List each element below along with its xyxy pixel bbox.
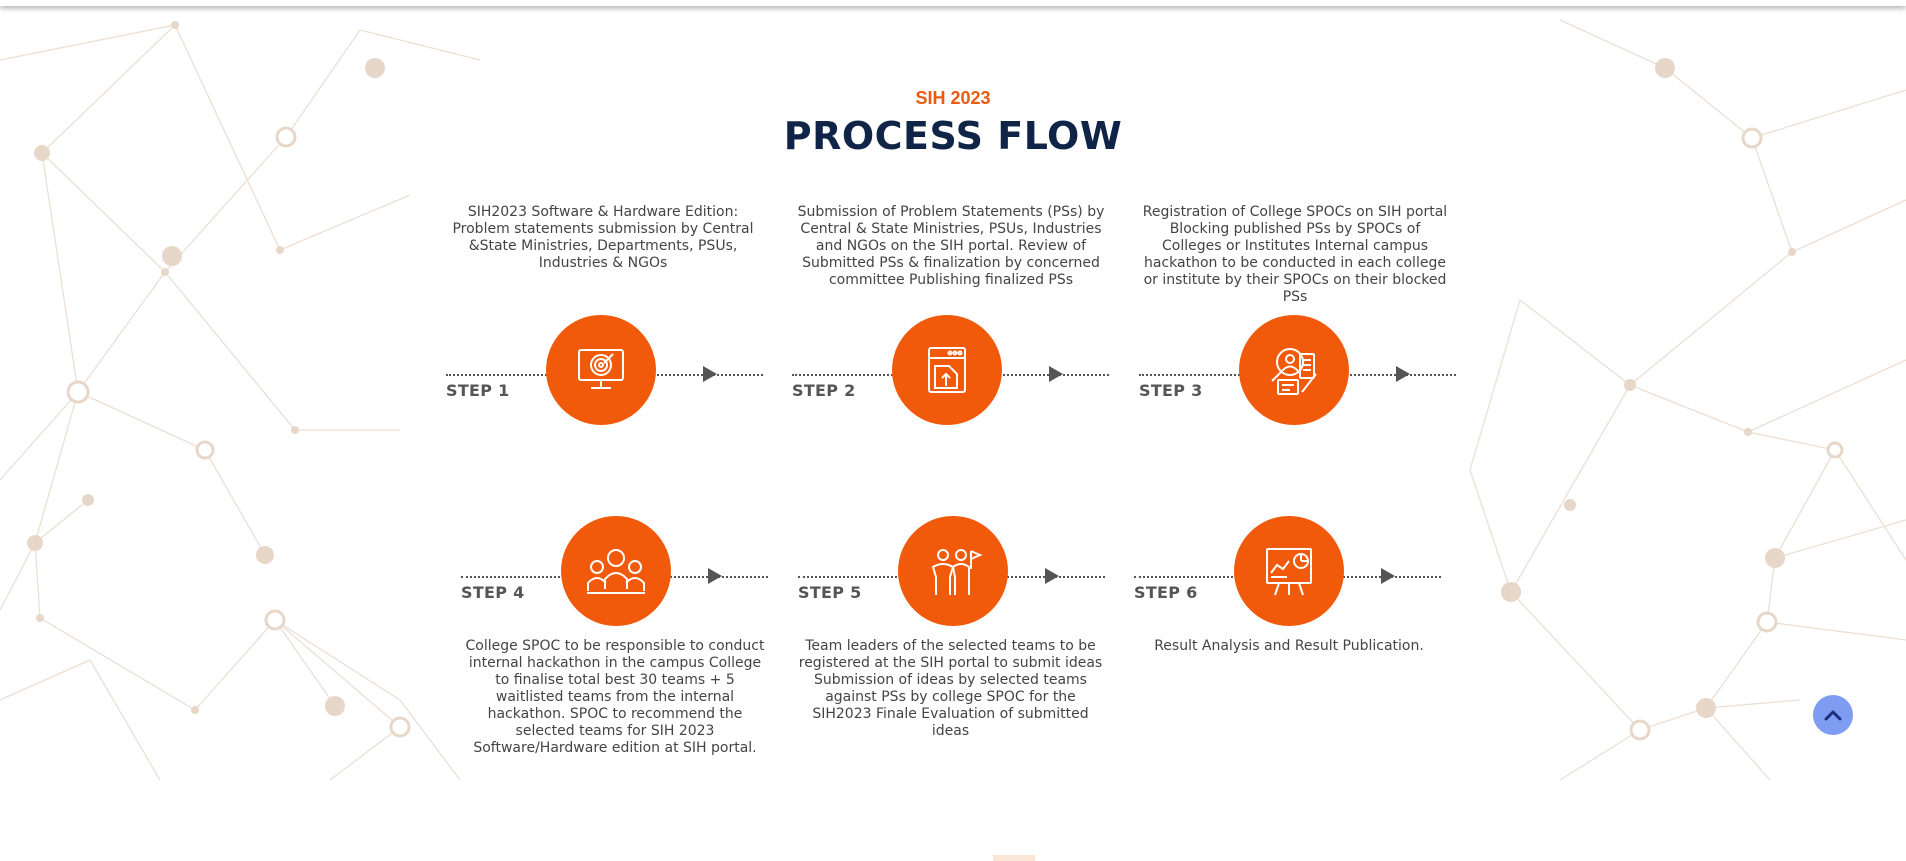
- step-1-arrow: [703, 366, 717, 382]
- step-6-description: Result Analysis and Result Publication.: [1154, 638, 1424, 654]
- section-bottom-band: [0, 784, 1906, 861]
- step-2-description: Submission of Problem Statements (PSs) b…: [797, 204, 1105, 288]
- step-1-label: STEP 1: [446, 381, 510, 400]
- step-5-circle: [898, 516, 1008, 626]
- section-title: PROCESS FLOW: [783, 114, 1123, 158]
- step-5-label: STEP 5: [798, 583, 862, 602]
- step-6-label: STEP 6: [1134, 583, 1198, 602]
- step-4-label: STEP 4: [461, 583, 525, 602]
- step-3-circle: [1239, 315, 1349, 425]
- step-2-label: STEP 2: [792, 381, 856, 400]
- section-heading: SIH 2023 PROCESS FLOW: [0, 86, 1906, 158]
- presentation-chart-icon: [1266, 548, 1312, 596]
- step-3-label: STEP 3: [1139, 381, 1203, 400]
- step-5-description: Team leaders of the selected teams to be…: [798, 638, 1103, 739]
- team-group-icon: [587, 549, 645, 594]
- section-eyebrow: SIH 2023: [915, 88, 991, 108]
- step-4-circle: [561, 516, 671, 626]
- header-bar-edge: [0, 0, 1906, 6]
- next-section-tab: [993, 855, 1035, 861]
- chevron-up-icon: [1824, 710, 1842, 721]
- step-2-arrow: [1049, 366, 1063, 382]
- team-leader-flag-icon: [931, 549, 983, 595]
- step-3-description: Registration of College SPOCs on SIH por…: [1142, 204, 1448, 305]
- step-6-circle: [1234, 516, 1344, 626]
- document-upload-icon: [928, 347, 966, 393]
- step-1-circle: [546, 315, 656, 425]
- step-4-arrow: [708, 568, 722, 584]
- step-2-circle: [892, 315, 1002, 425]
- step-6-arrow: [1381, 568, 1395, 584]
- step-5-arrow: [1045, 568, 1059, 584]
- monitor-target-icon: [578, 349, 624, 389]
- step-3-arrow: [1396, 366, 1410, 382]
- search-profile-icon: [1271, 348, 1317, 395]
- scroll-to-top-button[interactable]: [1813, 695, 1853, 735]
- step-1-description: SIH2023 Software & Hardware Edition: Pro…: [452, 204, 754, 271]
- step-4-description: College SPOC to be responsible to conduc…: [465, 638, 765, 756]
